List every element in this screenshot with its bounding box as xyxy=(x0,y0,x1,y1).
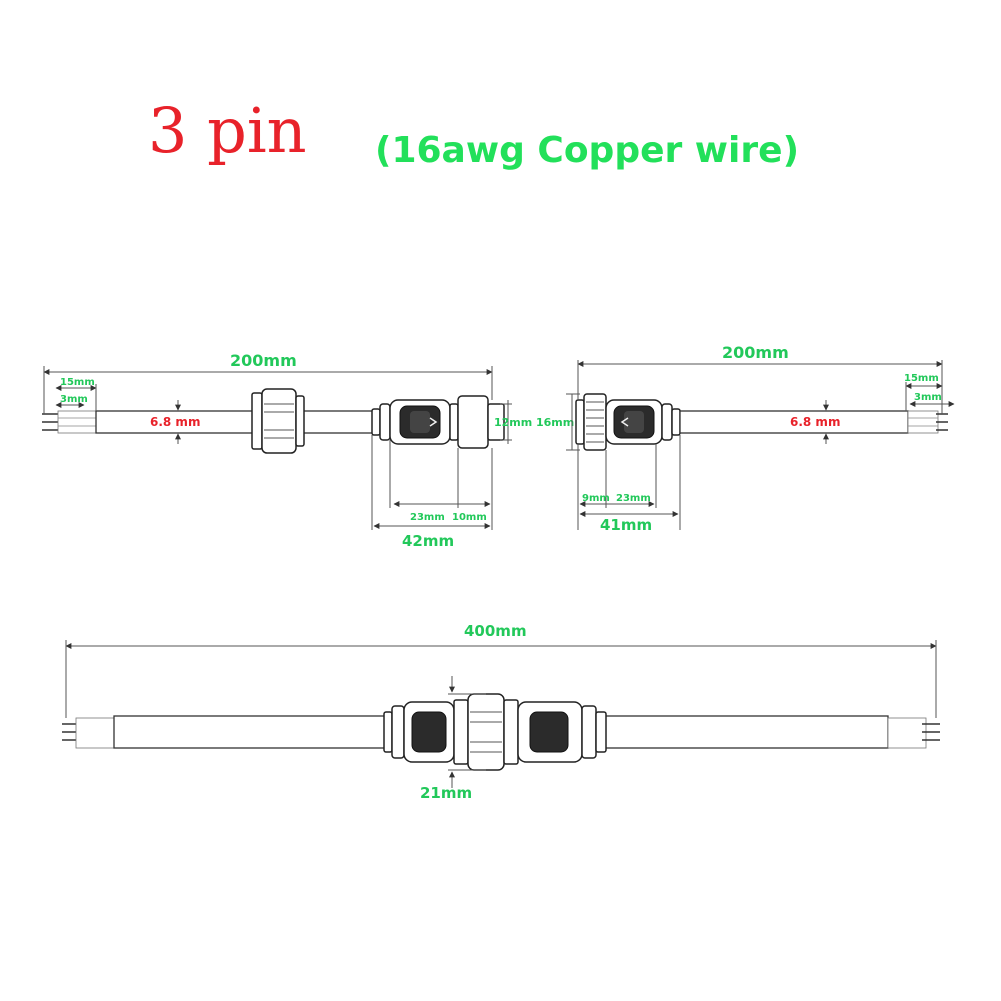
title-main: 3 pin xyxy=(148,94,307,167)
right-total-length: 200mm xyxy=(722,343,789,362)
title-sub: (16awg Copper wire) xyxy=(375,130,799,171)
assembly-right-cable xyxy=(603,715,889,749)
left-body-a: 23mm xyxy=(410,512,445,523)
left-plug-body xyxy=(371,395,505,449)
left-total-length: 200mm xyxy=(230,351,297,370)
assembly-total-length: 400mm xyxy=(464,622,527,640)
right-connector xyxy=(575,393,948,451)
assembly xyxy=(62,693,940,771)
right-overall: 41mm xyxy=(600,516,652,534)
right-body-b: 23mm xyxy=(616,493,651,504)
right-body-a: 9mm xyxy=(582,493,610,504)
left-cable xyxy=(95,410,377,434)
assembly-left-cable xyxy=(113,715,391,749)
left-connector xyxy=(42,388,505,454)
left-wire-ends xyxy=(42,410,97,434)
right-wire-ends xyxy=(907,410,948,434)
left-body-b: 10mm xyxy=(452,512,487,523)
left-lock-nut xyxy=(251,388,305,454)
right-socket-body xyxy=(575,393,681,451)
assembly-right-wire-ends xyxy=(887,717,940,749)
assembly-dimensions: 400mm 21mm xyxy=(65,622,937,802)
left-wire-diameter: 6.8 mm xyxy=(150,415,200,429)
left-strip-length: 15mm xyxy=(60,377,95,388)
right-dimensions: 200mm 15mm 3mm 6.8 mm 16mm 9mm 23mm 41mm xyxy=(536,343,955,534)
right-pin-length: 3mm xyxy=(914,392,942,403)
left-overall: 42mm xyxy=(402,532,454,550)
left-diameter-small: 12mm xyxy=(494,416,532,429)
left-pin-length: 3mm xyxy=(60,394,88,405)
right-strip-length: 15mm xyxy=(904,373,939,384)
left-dimensions: 200mm 15mm 3mm 6.8 mm 12mm 23mm 10mm 42m… xyxy=(43,351,532,550)
left-diameter-large: 16mm xyxy=(536,416,574,429)
assembly-diameter: 21mm xyxy=(420,784,472,802)
right-wire-diameter: 6.8 mm xyxy=(790,415,840,429)
assembly-left-wire-ends xyxy=(62,717,115,749)
assembly-connector xyxy=(383,693,607,771)
